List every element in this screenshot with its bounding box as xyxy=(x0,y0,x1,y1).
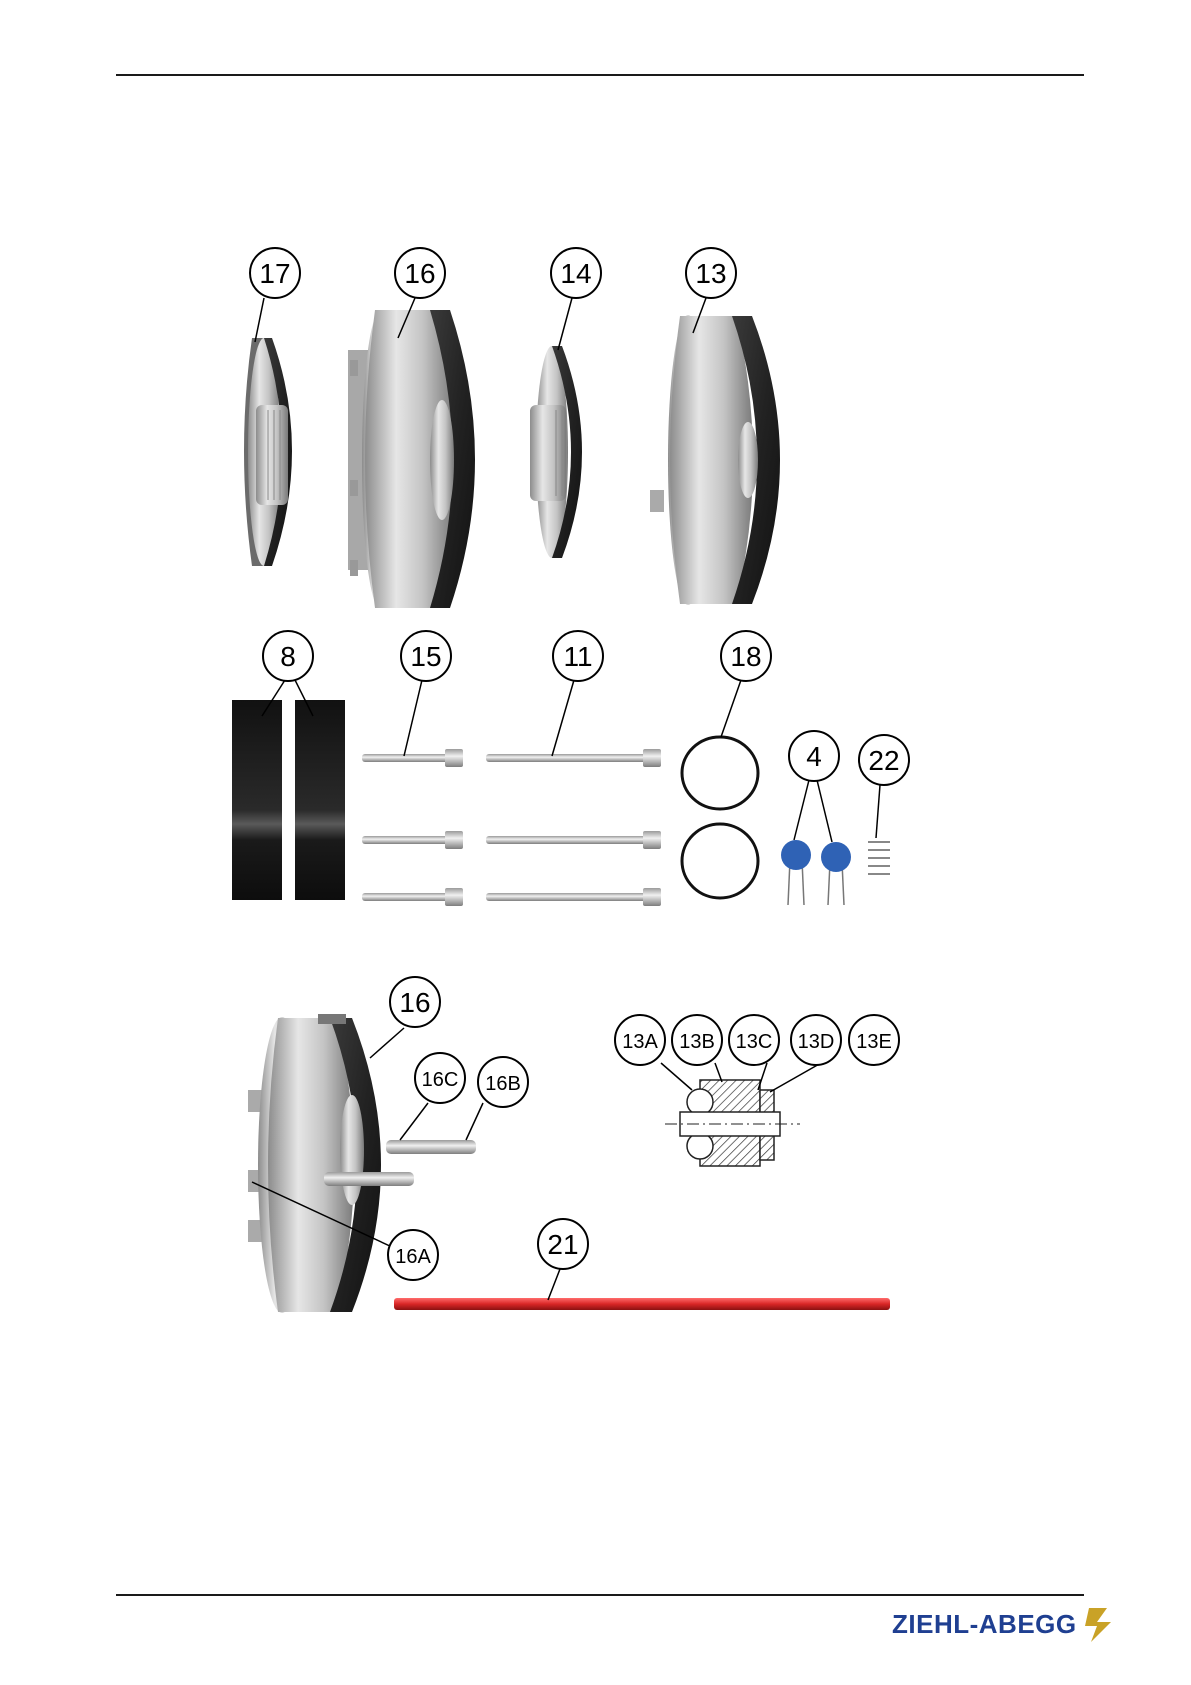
part-18-o-rings xyxy=(682,737,758,898)
callout-13A: 13A xyxy=(615,1015,665,1065)
callout-16-top: 16 xyxy=(395,248,445,298)
svg-text:13D: 13D xyxy=(798,1031,835,1053)
svg-text:13C: 13C xyxy=(736,1031,773,1053)
svg-text:17: 17 xyxy=(259,258,290,289)
svg-text:16B: 16B xyxy=(485,1073,521,1095)
svg-text:13E: 13E xyxy=(856,1031,892,1053)
svg-text:18: 18 xyxy=(730,641,761,672)
callout-13B: 13B xyxy=(672,1015,722,1065)
callout-14: 14 xyxy=(551,248,601,298)
svg-text:22: 22 xyxy=(868,745,899,776)
callout-13: 13 xyxy=(686,248,736,298)
svg-text:4: 4 xyxy=(806,741,822,772)
callout-13D: 13D xyxy=(791,1015,841,1065)
callout-16A: 16A xyxy=(388,1230,438,1280)
svg-text:16C: 16C xyxy=(422,1069,459,1091)
callout-11: 11 xyxy=(553,631,603,681)
logo-emblem-icon xyxy=(1081,1604,1121,1644)
callout-17: 17 xyxy=(250,248,300,298)
part-15-short-screws xyxy=(362,749,463,906)
svg-text:16: 16 xyxy=(404,258,435,289)
ziehl-abegg-logo: ZIEHL-ABEGG xyxy=(892,1604,1121,1644)
part-4-varistors xyxy=(781,840,851,905)
callout-15: 15 xyxy=(401,631,451,681)
part-21-red-rod xyxy=(394,1298,890,1310)
svg-text:16A: 16A xyxy=(395,1246,431,1268)
logo-wordmark: ZIEHL-ABEGG xyxy=(892,1609,1077,1640)
callout-4: 4 xyxy=(789,731,839,781)
callout-13E: 13E xyxy=(849,1015,899,1065)
svg-text:14: 14 xyxy=(560,258,591,289)
svg-text:21: 21 xyxy=(547,1229,578,1260)
svg-text:11: 11 xyxy=(563,641,592,672)
part-22-terminals xyxy=(868,842,890,874)
callout-16B: 16B xyxy=(478,1057,528,1107)
svg-text:13B: 13B xyxy=(679,1031,715,1053)
callout-22: 22 xyxy=(859,735,909,785)
part-13-cross-section xyxy=(665,1080,800,1166)
part-16-housing xyxy=(348,310,475,608)
svg-text:13: 13 xyxy=(695,258,726,289)
callout-16C: 16C xyxy=(415,1053,465,1103)
callout-8: 8 xyxy=(263,631,313,681)
svg-text:16: 16 xyxy=(399,987,430,1018)
callout-18: 18 xyxy=(721,631,771,681)
svg-text:13A: 13A xyxy=(622,1031,658,1053)
callout-16-bottom: 16 xyxy=(390,977,440,1027)
part-11-long-screws xyxy=(486,749,661,906)
svg-text:8: 8 xyxy=(280,641,296,672)
part-8-friction-pads xyxy=(232,700,345,900)
svg-text:15: 15 xyxy=(410,641,441,672)
callout-13C: 13C xyxy=(729,1015,779,1065)
callout-21: 21 xyxy=(538,1219,588,1269)
